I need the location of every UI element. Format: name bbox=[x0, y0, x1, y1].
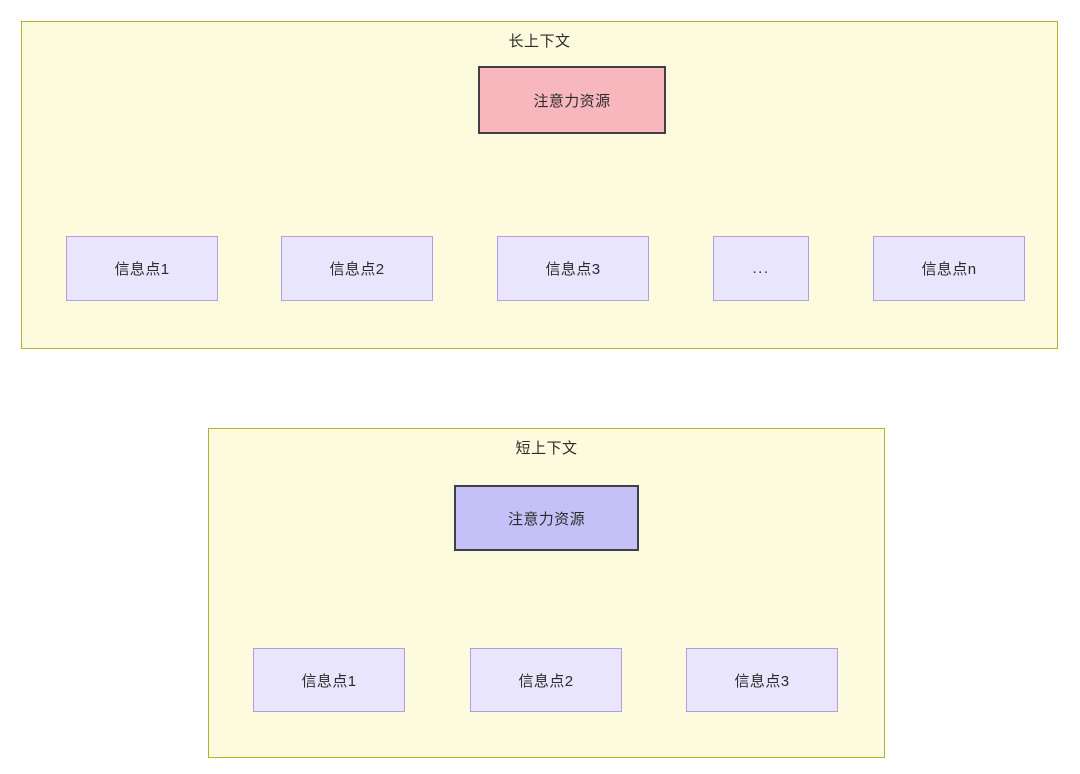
leaf-node-long-context-3[interactable]: ... bbox=[713, 236, 809, 301]
leaf-node-long-context-4[interactable]: 信息点n bbox=[873, 236, 1025, 301]
leaf-node-long-context-1[interactable]: 信息点2 bbox=[281, 236, 433, 301]
root-node-short-context[interactable]: 注意力资源 bbox=[454, 485, 639, 551]
group-title-short-context: 短上下文 bbox=[515, 440, 578, 457]
leaf-node-long-context-2[interactable]: 信息点3 bbox=[497, 236, 649, 301]
leaf-node-short-context-0[interactable]: 信息点1 bbox=[253, 648, 405, 712]
leaf-node-short-context-2[interactable]: 信息点3 bbox=[686, 648, 838, 712]
leaf-node-short-context-1[interactable]: 信息点2 bbox=[470, 648, 622, 712]
group-title-long-context: 长上下文 bbox=[508, 33, 571, 50]
root-node-long-context[interactable]: 注意力资源 bbox=[478, 66, 666, 134]
leaf-node-long-context-0[interactable]: 信息点1 bbox=[66, 236, 218, 301]
